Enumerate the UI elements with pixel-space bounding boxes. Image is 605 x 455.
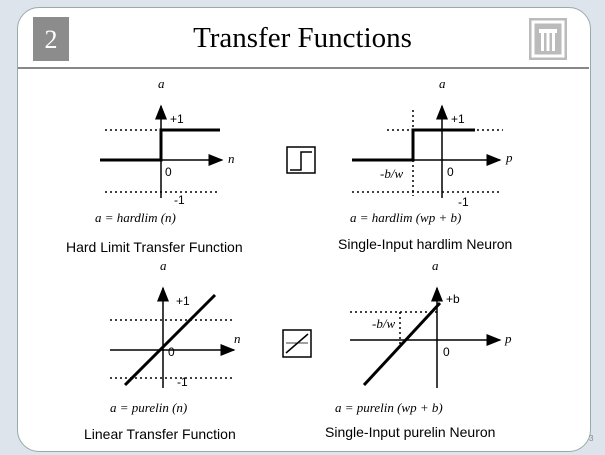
tick-label: +1 bbox=[176, 294, 190, 308]
caption: Single-Input hardlim Neuron bbox=[338, 236, 512, 252]
x-label: n bbox=[234, 331, 241, 346]
hardlim-neuron-plot bbox=[352, 104, 503, 198]
formula: a = hardlim (n) bbox=[95, 210, 176, 225]
tick-label: -1 bbox=[174, 193, 185, 207]
page-number: 3 bbox=[589, 434, 594, 443]
purelin-neuron-plot bbox=[350, 286, 502, 388]
y-label: a bbox=[158, 76, 165, 91]
tick-label: -1 bbox=[458, 195, 469, 209]
header-divider bbox=[18, 67, 589, 69]
slide-panel bbox=[17, 7, 591, 452]
tick-label: 0 bbox=[447, 165, 454, 179]
tick-label: 0 bbox=[443, 345, 450, 359]
logo-icon bbox=[529, 18, 567, 60]
tick-label: +b bbox=[446, 292, 460, 306]
hardlim-plot bbox=[100, 104, 224, 198]
y-label: a bbox=[432, 258, 439, 273]
y-label: a bbox=[160, 258, 167, 273]
caption: Linear Transfer Function bbox=[84, 426, 236, 442]
caption: Hard Limit Transfer Function bbox=[66, 239, 243, 255]
offset-label: -b/w bbox=[372, 316, 395, 331]
tick-label: +1 bbox=[170, 112, 184, 126]
hardlim-symbol-icon bbox=[286, 146, 316, 174]
x-label: p bbox=[505, 150, 513, 165]
tick-label: 0 bbox=[165, 165, 172, 179]
purelin-symbol-icon bbox=[282, 329, 312, 358]
y-label: a bbox=[439, 76, 446, 91]
x-label: n bbox=[228, 151, 235, 166]
formula: a = hardlim (wp + b) bbox=[350, 210, 461, 225]
purelin-plot bbox=[110, 286, 236, 388]
caption: Single-Input purelin Neuron bbox=[325, 424, 495, 440]
tick-label: +1 bbox=[451, 112, 465, 126]
offset-label: -b/w bbox=[380, 166, 403, 181]
slide-number: 2 bbox=[33, 17, 69, 61]
tick-label: 0 bbox=[168, 345, 175, 359]
formula: a = purelin (n) bbox=[110, 400, 187, 415]
slide-title: Transfer Functions bbox=[193, 22, 412, 54]
tick-label: -1 bbox=[177, 375, 188, 389]
x-label: p bbox=[504, 331, 512, 346]
formula: a = purelin (wp + b) bbox=[335, 400, 443, 415]
